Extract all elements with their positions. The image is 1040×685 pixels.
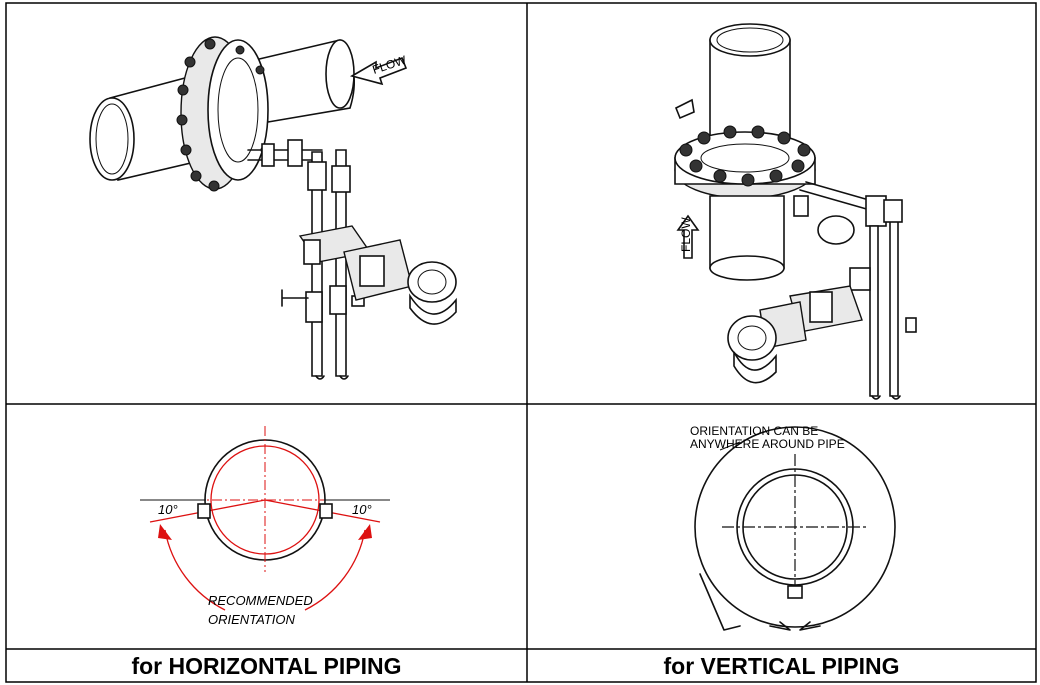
orientation-label: ORIENTATION	[208, 612, 296, 627]
caption-vertical-piping: for VERTICAL PIPING	[663, 653, 900, 679]
vertical-note-line2: ANYWHERE AROUND PIPE	[690, 437, 845, 451]
caption-horizontal-piping: for HORIZONTAL PIPING	[131, 653, 402, 679]
flow-label-vertical: FLOW	[679, 217, 693, 252]
grid-frame	[5, 2, 1037, 683]
vertical-note-line1: ORIENTATION CAN BE	[690, 424, 818, 438]
vertical-orientation-section: ORIENTATION CAN BE ANYWHERE AROUND PIPE	[690, 424, 896, 631]
vertical-pipe-drawing: FLOW	[674, 23, 917, 400]
angle-label-right: 10°	[352, 502, 372, 517]
recommended-label: RECOMMENDED	[208, 593, 313, 608]
horizontal-orientation-section: 10° 10° RECOMMENDED ORIENTATION	[140, 426, 390, 627]
angle-label-left: 10°	[158, 502, 178, 517]
horizontal-pipe-drawing: FLOW	[89, 36, 457, 380]
